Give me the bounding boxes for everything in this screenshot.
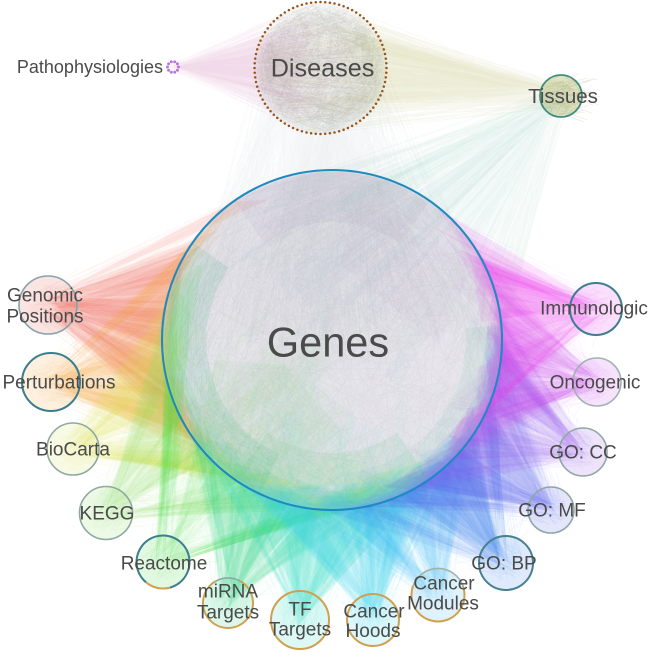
svg-text:Cancer: Cancer bbox=[343, 602, 405, 623]
svg-text:Positions: Positions bbox=[6, 307, 83, 328]
svg-text:TF: TF bbox=[288, 600, 311, 621]
svg-text:KEGG: KEGG bbox=[80, 504, 135, 525]
svg-text:Targets: Targets bbox=[269, 620, 331, 641]
svg-text:Targets: Targets bbox=[197, 603, 259, 624]
svg-text:Oncogenic: Oncogenic bbox=[550, 373, 641, 394]
svg-text:GO: MF: GO: MF bbox=[518, 501, 586, 522]
svg-text:BioCarta: BioCarta bbox=[36, 440, 110, 461]
svg-text:GO: CC: GO: CC bbox=[549, 443, 617, 464]
svg-text:Diseases: Diseases bbox=[271, 55, 375, 83]
svg-text:Cancer: Cancer bbox=[413, 574, 475, 595]
svg-text:Tissues: Tissues bbox=[528, 85, 598, 108]
svg-text:Modules: Modules bbox=[407, 594, 479, 615]
svg-text:Genomic: Genomic bbox=[7, 286, 83, 307]
svg-text:Hoods: Hoods bbox=[346, 621, 401, 642]
svg-text:Pathophysiologies: Pathophysiologies bbox=[17, 57, 163, 77]
svg-text:Immunologic: Immunologic bbox=[540, 299, 648, 320]
svg-text:Perturbations: Perturbations bbox=[2, 373, 115, 394]
svg-text:GO: BP: GO: BP bbox=[471, 554, 536, 575]
svg-text:miRNA: miRNA bbox=[198, 582, 258, 603]
svg-text:Reactome: Reactome bbox=[121, 554, 208, 575]
svg-text:Genes: Genes bbox=[267, 319, 389, 366]
